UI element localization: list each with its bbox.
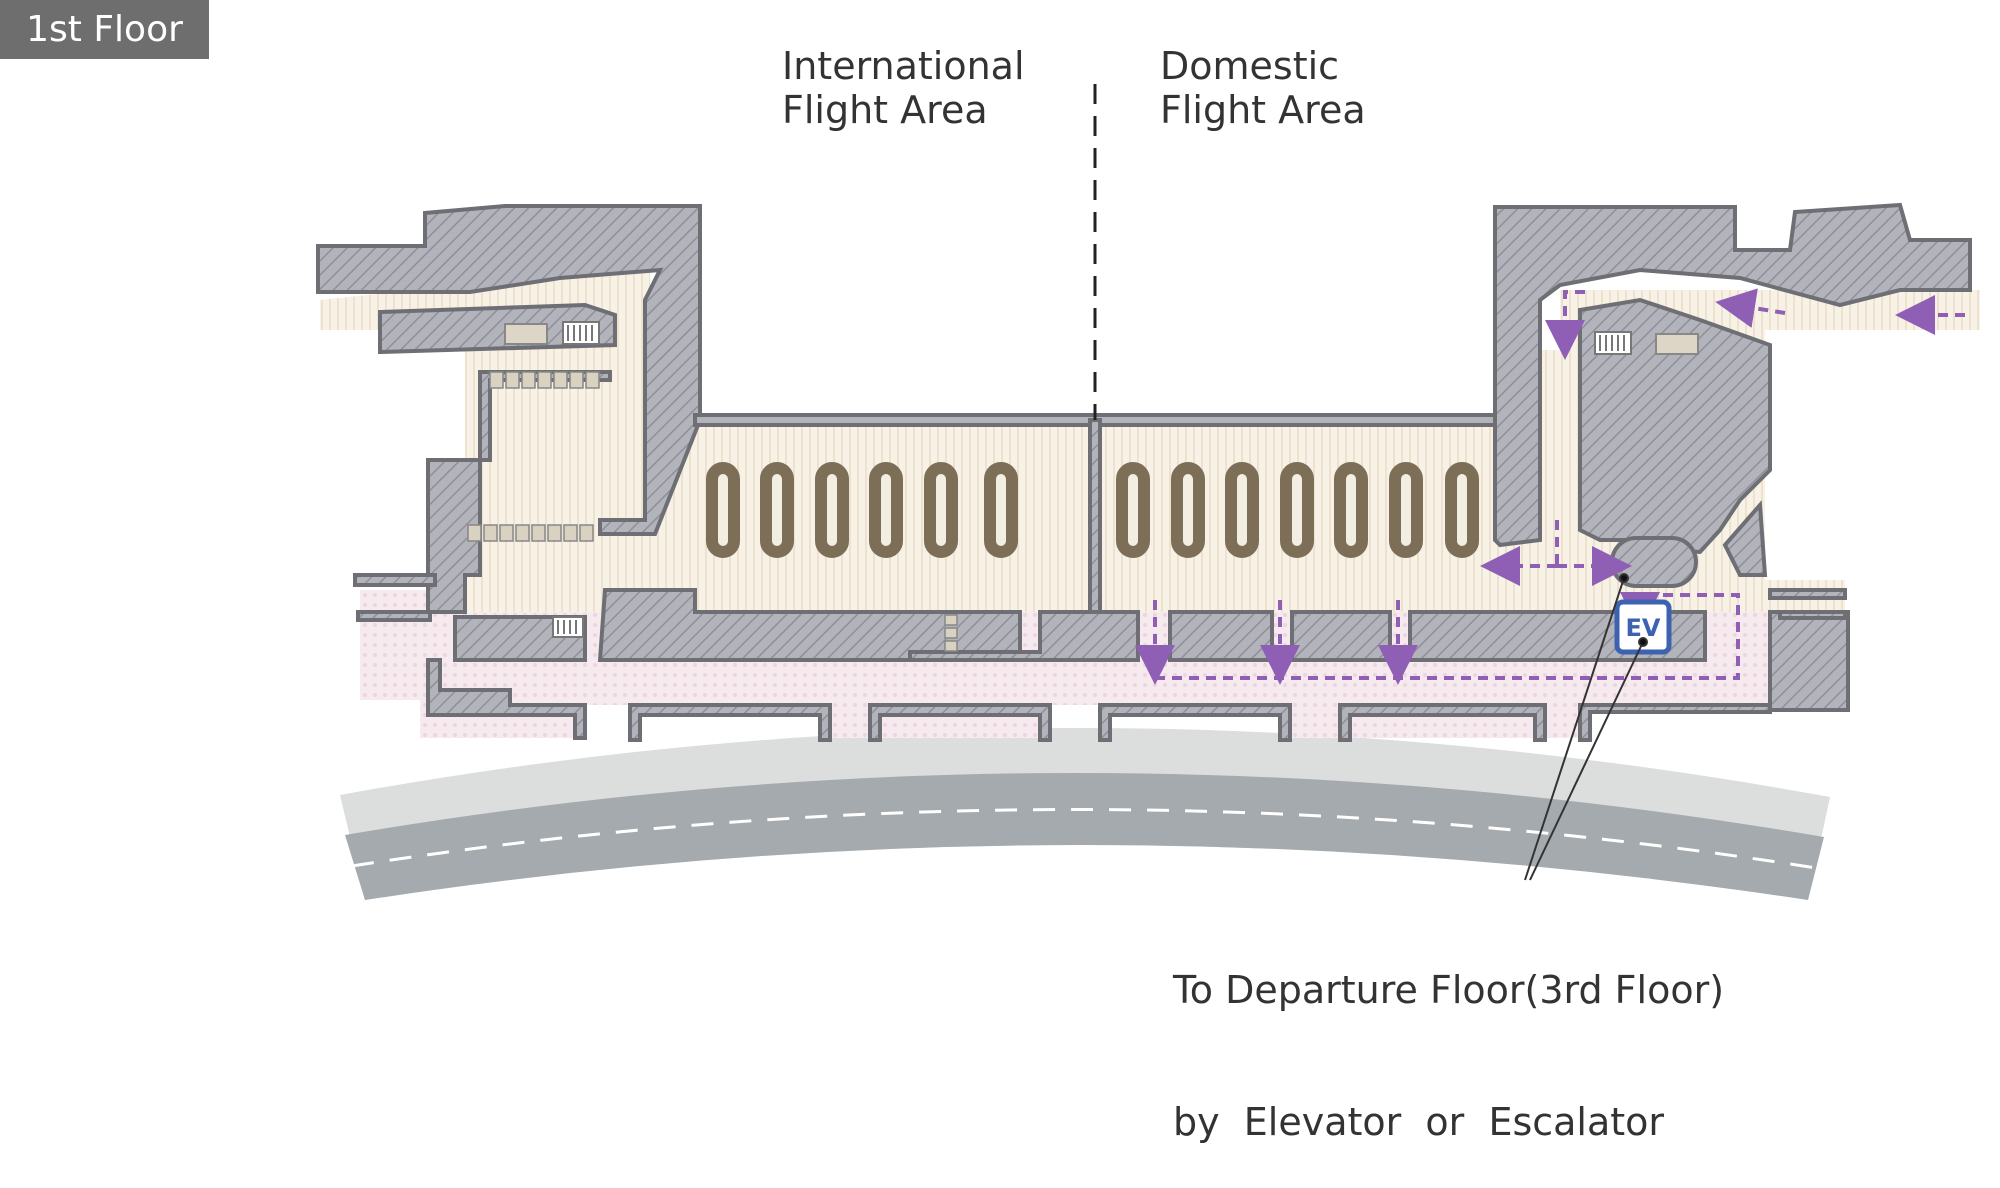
- note-line2: by Elevator or Escalator: [1173, 1100, 1665, 1144]
- floor-label: 1st Floor: [0, 0, 209, 59]
- note-line1: To Departure Floor(3rd Floor): [1173, 968, 1725, 1012]
- road-lane-marking: [351, 808, 1817, 870]
- locker-row: [467, 371, 958, 652]
- baggage-carousel-icon: [984, 462, 1018, 558]
- international-area-label: International Flight Area: [782, 44, 1025, 132]
- baggage-carousel-icon: [869, 462, 903, 558]
- escalator-icon: [552, 616, 584, 638]
- baggage-carousel-icon: [815, 462, 849, 558]
- escalator-icon: [562, 321, 600, 345]
- road: [340, 727, 1830, 900]
- fixtures: [467, 321, 1699, 652]
- escalator-icon: [1594, 331, 1632, 355]
- route-arrow-icon: [1545, 290, 1585, 360]
- building-walls: [316, 202, 1972, 742]
- baggage-carousel-icon: [1334, 462, 1368, 558]
- baggage-carousel-icon: [1445, 462, 1479, 558]
- baggage-carousel-icon: [706, 462, 740, 558]
- note-leader-lines: [1524, 573, 1648, 881]
- international-area-line2: Flight Area: [782, 88, 988, 132]
- baggage-carousel-icon: [924, 462, 958, 558]
- baggage-carousel-icon: [760, 462, 794, 558]
- floor-map: EV: [316, 84, 1980, 900]
- baggage-carousel-icon: [1116, 462, 1150, 558]
- baggage-carousel-icon: [1171, 462, 1205, 558]
- domestic-area-label: Domestic Flight Area: [1160, 44, 1366, 132]
- domestic-area-line1: Domestic: [1160, 44, 1340, 88]
- baggage-carousels: [706, 462, 1479, 558]
- domestic-area-line2: Flight Area: [1160, 88, 1366, 132]
- baggage-carousel-icon: [1225, 462, 1259, 558]
- baggage-carousel-icon: [1280, 462, 1314, 558]
- baggage-carousel-icon: [1389, 462, 1423, 558]
- elevator-icon: EV: [1614, 599, 1672, 655]
- route-arrow-icon: [1715, 288, 1786, 328]
- international-area-line1: International: [782, 44, 1025, 88]
- departure-floor-note: To Departure Floor(3rd Floor) by Elevato…: [1173, 880, 1724, 1188]
